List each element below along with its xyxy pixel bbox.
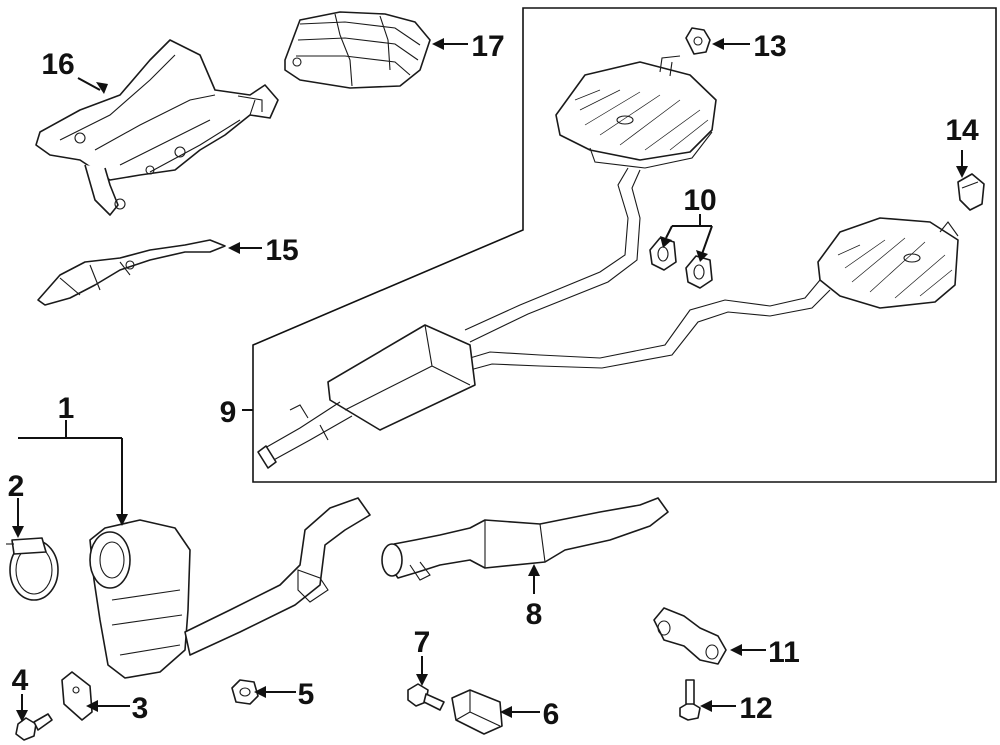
callout-8: 8 [526, 598, 543, 631]
callout-17: 17 [471, 30, 504, 63]
part-2-clamp [6, 537, 59, 601]
callout-6: 6 [543, 698, 560, 731]
part-10-insulators [649, 237, 713, 289]
part-13-hanger [685, 27, 711, 55]
callout-2: 2 [8, 470, 25, 503]
callout-13: 13 [753, 30, 786, 63]
leader-lines [12, 38, 968, 722]
callout-4: 4 [12, 664, 29, 697]
callout-10: 10 [683, 184, 716, 217]
exhaust-system-frame [252, 7, 997, 483]
callout-7: 7 [414, 626, 431, 659]
part-15-bracket [37, 239, 226, 306]
part-3-bracket [61, 671, 93, 721]
part-4-bolt [15, 713, 53, 741]
callout-3: 3 [132, 692, 149, 725]
part-7-bolt [407, 683, 445, 711]
part-6-sensor [451, 689, 503, 735]
callout-15: 15 [265, 234, 298, 267]
callout-11: 11 [768, 636, 800, 669]
callout-14: 14 [945, 114, 979, 147]
callout-9: 9 [220, 396, 237, 429]
part-8-intermediate-pipe [381, 497, 669, 581]
callout-16: 16 [41, 48, 74, 81]
callout-1: 1 [58, 392, 75, 425]
part-12-bolt [679, 679, 701, 721]
callout-12: 12 [739, 692, 772, 725]
part-1-catalytic-converter [89, 497, 371, 679]
part-9-exhaust-system [257, 55, 959, 469]
callout-5: 5 [298, 678, 315, 711]
part-5-nut [231, 679, 259, 705]
part-14-clip [957, 173, 985, 211]
part-17-heat-shield [284, 11, 431, 89]
part-16-heat-shield [35, 39, 279, 216]
part-11-hanger-bracket [653, 607, 727, 665]
